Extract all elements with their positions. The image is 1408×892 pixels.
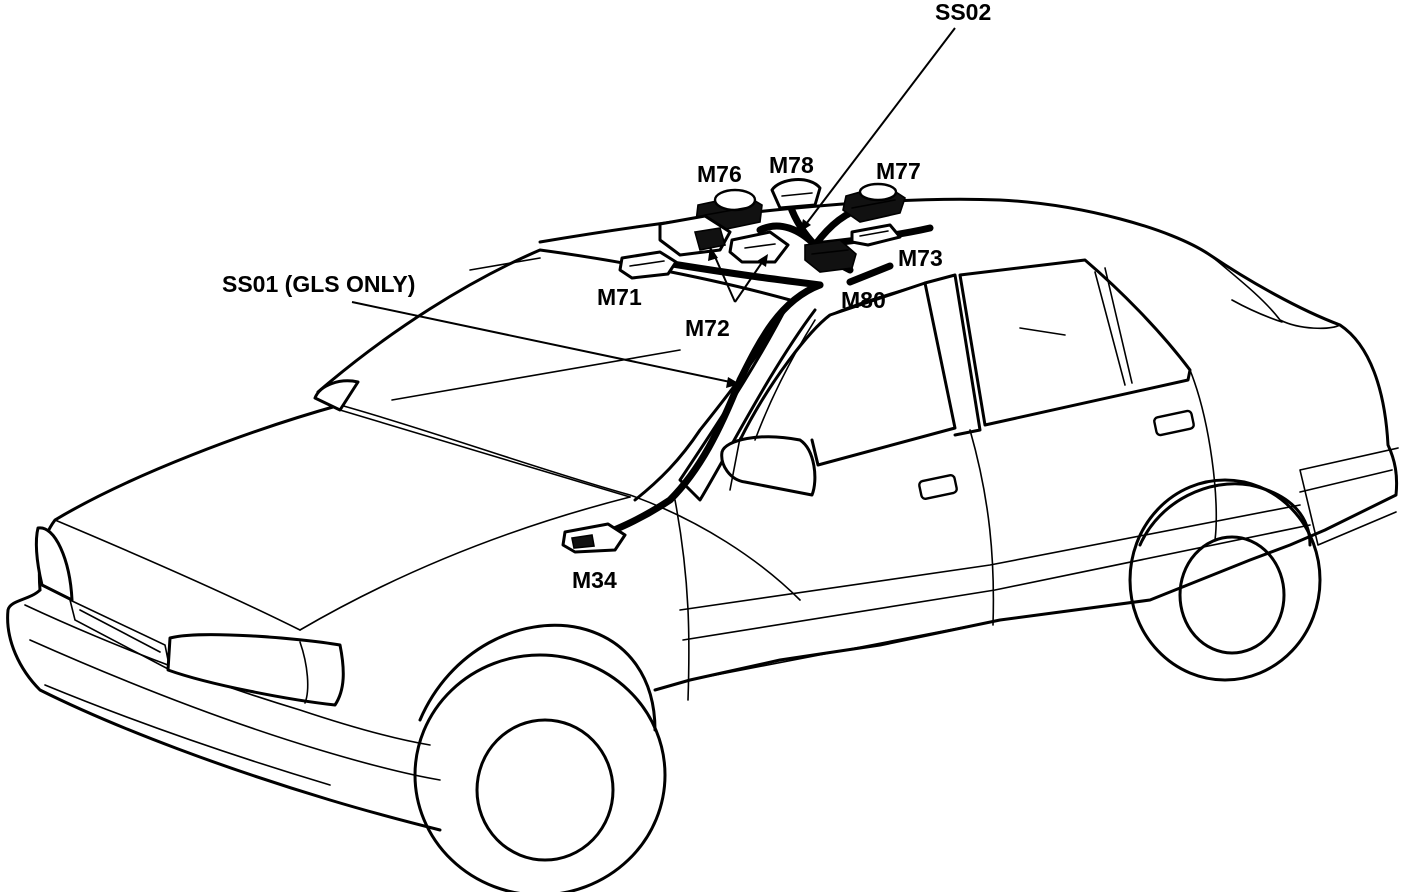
hood-crease [339,404,801,601]
front-door-seam [674,499,690,701]
label-m71: M71 [597,284,642,310]
front-rim [475,718,615,862]
leader-lines [351,27,956,388]
rear-door-window [958,258,1192,427]
rear-rim [1178,535,1286,655]
label-ss01: SS01 (GLS ONLY) [222,271,415,297]
cowl [313,379,360,412]
connector-m78 [770,178,822,210]
connector-m77 [842,182,906,223]
connector-m71 [618,250,678,280]
label-m78: M78 [769,152,814,178]
labels: SS02 M76 M78 M77 M73 SS01 (GLS ONLY) M71… [222,0,991,593]
rear-door-handle [1153,409,1195,437]
headlight-right [166,633,345,707]
side-mirror [720,435,817,497]
rear-bumper [1299,447,1399,546]
connector-ss02 [804,239,857,273]
m80-harness [846,262,894,286]
connector-m76 [695,188,763,233]
leader-ss01 [351,301,736,384]
label-m34: M34 [572,567,617,593]
car-body [6,197,1399,892]
label-m73: M73 [898,245,943,271]
rear-wheel-arch [1138,482,1312,547]
front-tire [413,653,667,892]
front-door-handle [918,473,958,501]
front-wheel-arch [418,623,657,732]
windshield [316,248,792,502]
connector-m72 [658,214,790,264]
label-m77: M77 [876,158,921,184]
connector-m73 [850,223,902,247]
roof-harness-left [656,258,824,289]
front-fascia [6,588,442,832]
leader-ss02 [799,27,956,233]
label-m80: M80 [841,287,886,313]
hood-outline [37,403,342,592]
label-m76: M76 [697,161,742,187]
label-ss02: SS02 [935,0,991,25]
headlight-left [34,526,74,602]
label-m72: M72 [685,315,730,341]
b-pillar [923,273,982,437]
rear-door-seam [969,429,995,626]
trunk-line [1209,254,1341,330]
leader-m72-left [711,249,736,303]
ss01-harness [586,281,824,544]
connector-m34 [561,522,627,554]
a-pillar [678,298,817,502]
rear-tire [1128,478,1322,682]
connectors [561,178,906,554]
leader-m72-right [734,257,766,303]
